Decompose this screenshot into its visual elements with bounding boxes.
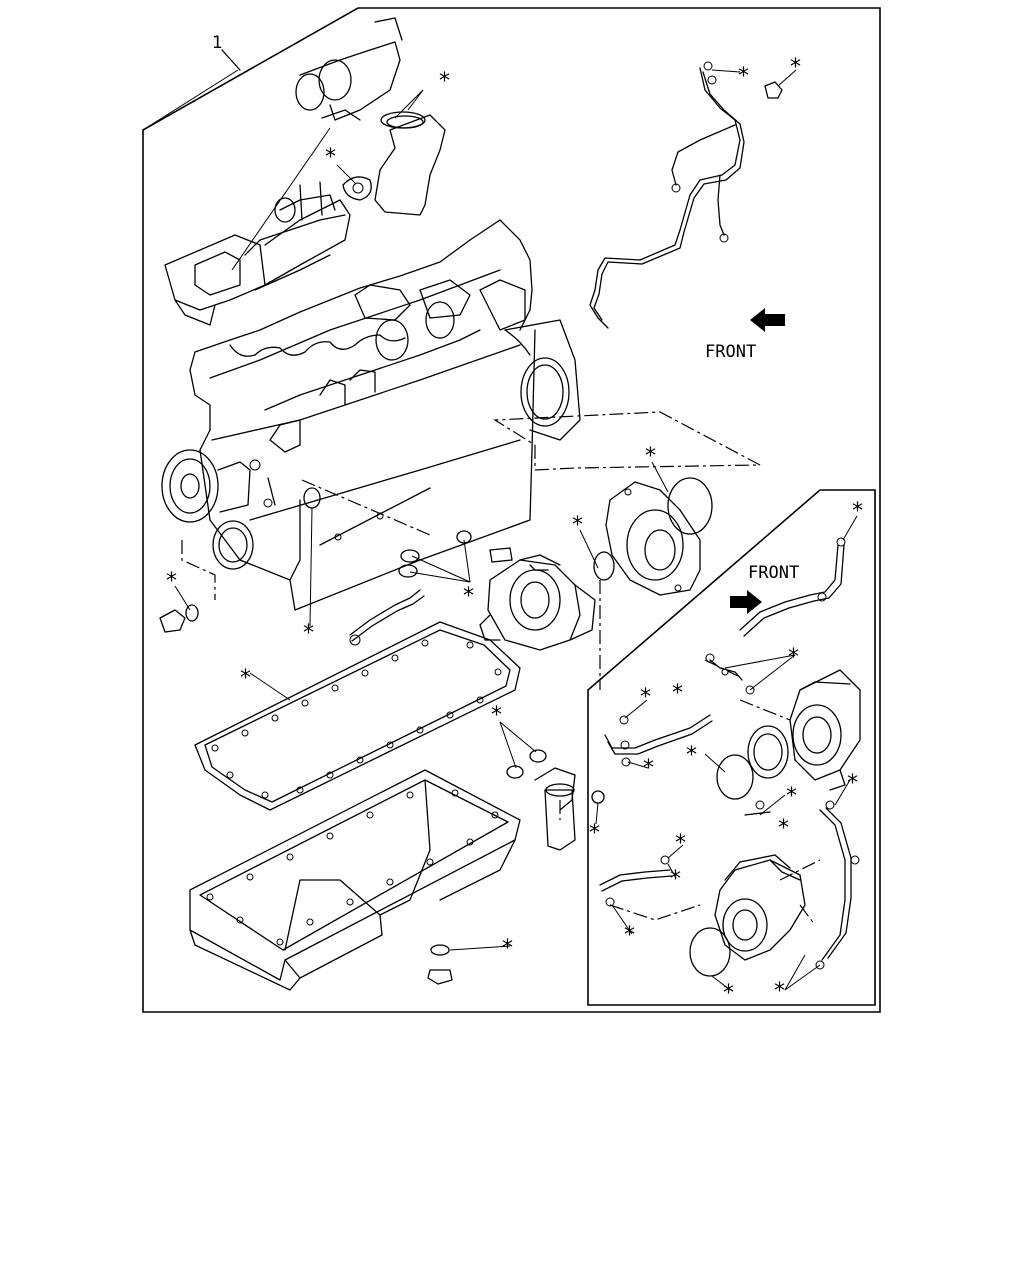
asterisk-marker: *	[847, 771, 858, 796]
intake-manifold-drawing	[164, 181, 351, 326]
turbocharger-drawing	[716, 669, 861, 800]
asterisk-marker: *	[491, 703, 502, 728]
asterisk-marker: *	[502, 936, 513, 961]
asterisk-marker: *	[166, 569, 177, 594]
asterisk-marker: *	[624, 923, 635, 948]
asterisk-marker: *	[774, 979, 785, 1004]
asterisk-marker: *	[686, 743, 697, 768]
inset-frame	[587, 489, 876, 1006]
rear-cover-drawing	[593, 477, 713, 596]
thermostat-housing-drawing	[295, 17, 446, 216]
leader-lines	[142, 69, 858, 991]
asterisk-markers: * * * * * * * * * * * * * * * * * * * * …	[166, 55, 863, 1006]
asterisk-marker: *	[852, 499, 863, 524]
kit-outline-frame	[142, 7, 881, 1013]
asterisk-marker: *	[670, 867, 681, 892]
asterisk-marker: *	[572, 513, 583, 538]
asterisk-marker: *	[303, 621, 314, 646]
oil-pan-drawing	[189, 769, 521, 991]
turbo-oil-pipes-drawing	[604, 537, 846, 767]
engine-block-drawing	[161, 219, 581, 611]
front-arrow-inset	[730, 590, 762, 614]
asterisk-marker: *	[723, 981, 734, 1006]
asterisk-marker: *	[463, 584, 474, 609]
asterisk-marker: *	[439, 69, 450, 94]
front-arrow-top	[750, 308, 785, 332]
air-compressor-drawing	[599, 800, 860, 977]
item-number-label: 1	[212, 33, 223, 53]
asterisk-marker: *	[790, 55, 801, 80]
asterisk-marker: *	[786, 784, 797, 809]
callout-lines	[181, 411, 821, 926]
asterisk-marker: *	[672, 681, 683, 706]
oil-pipe-drawing	[159, 487, 425, 646]
asterisk-marker: *	[643, 756, 654, 781]
asterisk-marker: *	[645, 444, 656, 469]
asterisk-marker: *	[640, 685, 651, 710]
front-label-inset: FRONT	[748, 563, 799, 583]
asterisk-marker: *	[240, 666, 251, 691]
asterisk-marker: *	[738, 64, 749, 89]
front-label-top: FRONT	[705, 342, 756, 362]
asterisk-marker: *	[778, 816, 789, 841]
oil-pan-gasket-drawing	[194, 621, 521, 811]
asterisk-marker: *	[675, 831, 686, 856]
asterisk-marker: *	[589, 821, 600, 846]
asterisk-marker: *	[788, 645, 799, 670]
fuel-pump-drawing	[398, 530, 596, 651]
asterisk-marker: *	[325, 145, 336, 170]
wiring-harness-drawing	[589, 61, 783, 329]
